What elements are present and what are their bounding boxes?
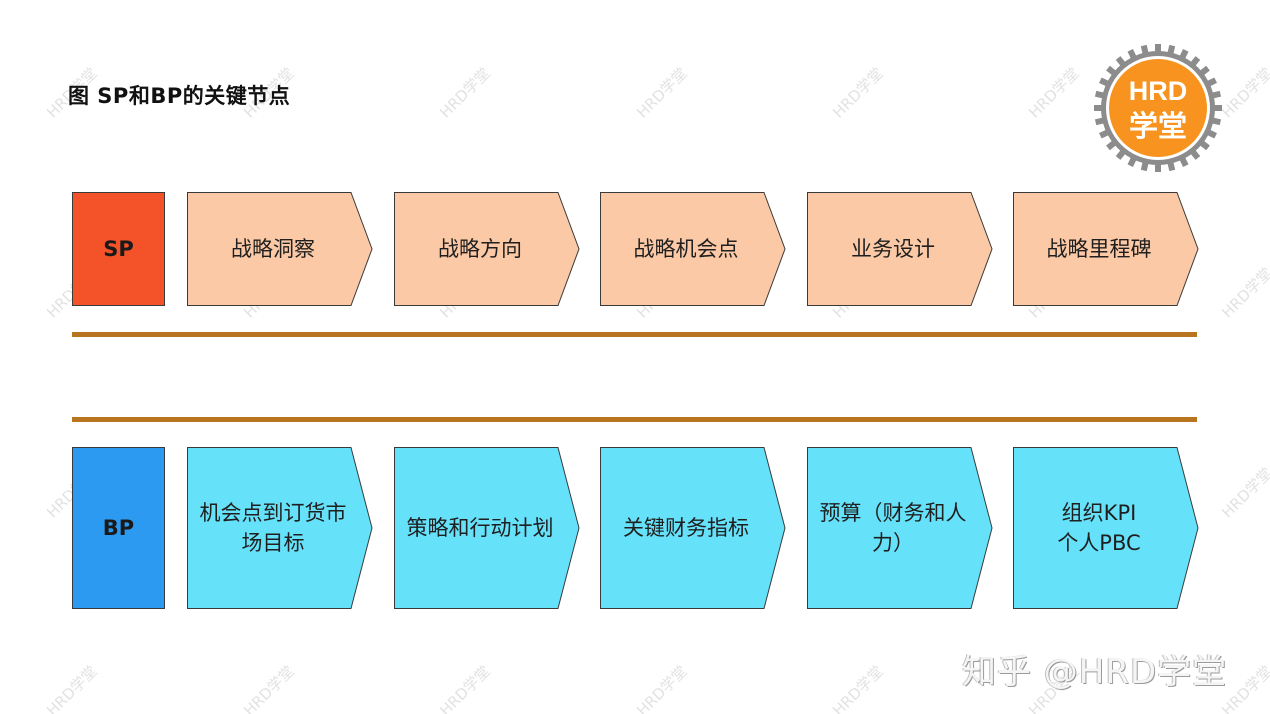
sp-step-5: 战略里程碑 (1013, 192, 1199, 306)
logo-text-hrd: HRD (1129, 76, 1188, 106)
bp-label-box: BP (72, 447, 165, 609)
watermark-text: HRD学堂 (1218, 464, 1270, 522)
watermark-text: HRD学堂 (829, 662, 887, 714)
sp-step-2: 战略方向 (394, 192, 580, 306)
watermark-text: HRD学堂 (436, 64, 494, 122)
watermark-text: HRD学堂 (633, 64, 691, 122)
bp-step-5: 组织KPI 个人PBC (1013, 447, 1199, 609)
watermark-text: HRD学堂 (633, 662, 691, 714)
sp-step-1: 战略洞察 (187, 192, 373, 306)
watermark-text: HRD学堂 (1218, 264, 1270, 322)
watermark-text: HRD学堂 (829, 64, 887, 122)
bp-step-1: 机会点到订货市 场目标 (187, 447, 373, 609)
sp-step-4: 业务设计 (807, 192, 993, 306)
sp-step-3: 战略机会点 (600, 192, 786, 306)
gear-logo-icon: HRD 学堂 (1094, 44, 1222, 172)
zhihu-footer-watermark: 知乎 @HRD学堂 (962, 652, 1228, 692)
divider-line-top (72, 332, 1197, 337)
bp-step-4: 预算（财务和人 力） (807, 447, 993, 609)
hrd-logo: HRD 学堂 (1094, 44, 1222, 172)
sp-label-box: SP (72, 192, 165, 306)
bp-step-3: 关键财务指标 (600, 447, 786, 609)
watermark-text: HRD学堂 (1218, 64, 1270, 122)
page-title: 图 SP和BP的关键节点 (68, 84, 291, 108)
divider-line-bottom (72, 417, 1197, 422)
watermark-text: HRD学堂 (43, 662, 101, 714)
watermark-text: HRD学堂 (240, 662, 298, 714)
logo-text-xuetang: 学堂 (1129, 109, 1187, 143)
watermark-text: HRD学堂 (436, 662, 494, 714)
watermark-text: HRD学堂 (1025, 64, 1083, 122)
bp-step-2: 策略和行动计划 (394, 447, 580, 609)
